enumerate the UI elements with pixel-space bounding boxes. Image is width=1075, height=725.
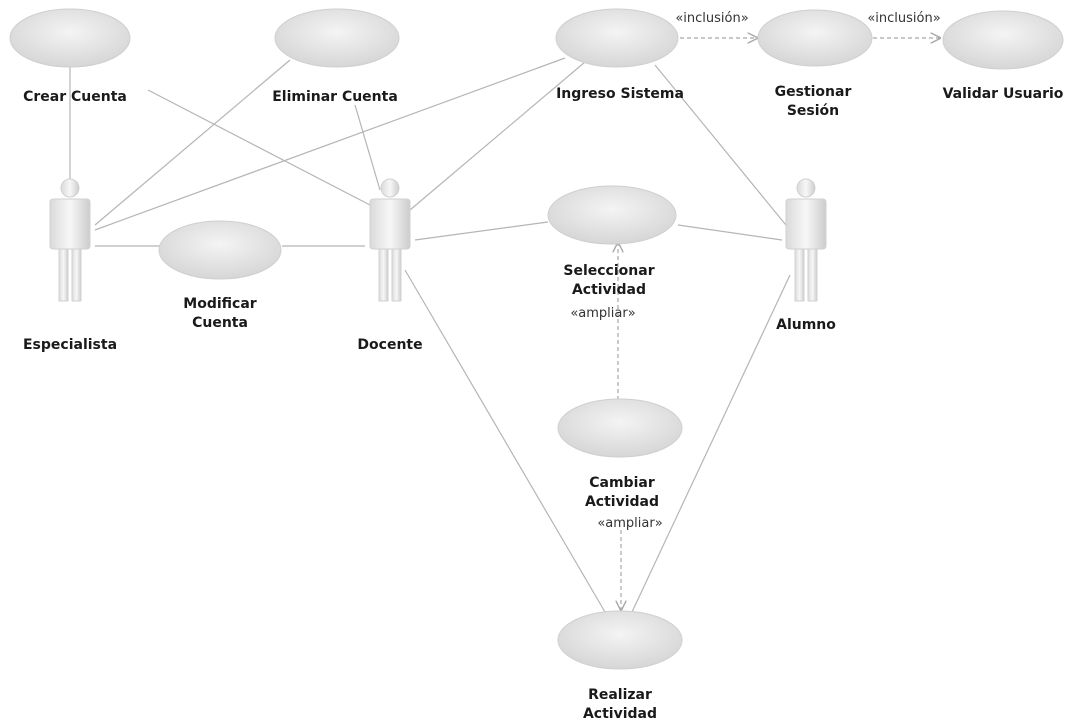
use-case-crear-cuenta[interactable]: Crear Cuenta <box>9 8 131 105</box>
assoc-docente-seleccionar-actividad <box>414 221 549 241</box>
actor-alumno[interactable]: Alumno <box>776 178 836 333</box>
use-case-eliminar-cuenta[interactable]: Eliminar Cuenta <box>272 8 400 105</box>
assoc-alumno-ingreso-sistema <box>654 64 791 231</box>
use-case-label: Ingreso Sistema <box>556 86 684 102</box>
stereotype-extend-2: «ampliar» <box>597 516 662 531</box>
assoc-especialista-ingreso-sistema <box>94 57 566 231</box>
actor-docente[interactable]: Docente <box>357 178 423 353</box>
associations <box>69 57 791 613</box>
stereotype-extend-1: «ampliar» <box>570 306 635 321</box>
assoc-alumno-realizar-actividad <box>631 274 791 613</box>
use-case-label: Validar Usuario <box>943 86 1064 102</box>
actor-figure-icon <box>369 178 411 302</box>
actor-especialista[interactable]: Especialista <box>23 178 117 353</box>
assoc-especialista-eliminar-cuenta <box>94 59 291 226</box>
use-case-ingreso-sistema[interactable]: Ingreso Sistema <box>555 8 684 102</box>
use-case-validar-usuario[interactable]: Validar Usuario <box>942 10 1064 102</box>
stereotypes: «inclusión» «inclusión» «ampliar» «ampli… <box>570 11 940 531</box>
actor-label: Alumno <box>776 317 836 333</box>
use-case-label: Crear Cuenta <box>23 89 127 105</box>
dependencies <box>618 38 940 610</box>
actor-label: Especialista <box>23 337 117 353</box>
assoc-docente-ingreso-sistema <box>409 61 586 211</box>
actor-figure-icon <box>785 178 827 302</box>
actor-figure-icon <box>49 178 91 302</box>
assoc-docente-crear-cuenta <box>147 89 371 206</box>
assoc-docente-realizar-actividad <box>404 269 606 613</box>
stereotype-include-1: «inclusión» <box>675 11 748 26</box>
assoc-alumno-seleccionar-actividad <box>677 224 783 241</box>
actor-label: Docente <box>357 337 422 353</box>
stereotype-include-2: «inclusión» <box>867 11 940 26</box>
use-case-label: Eliminar Cuenta <box>272 89 398 105</box>
assoc-docente-eliminar-cuenta <box>354 104 381 191</box>
